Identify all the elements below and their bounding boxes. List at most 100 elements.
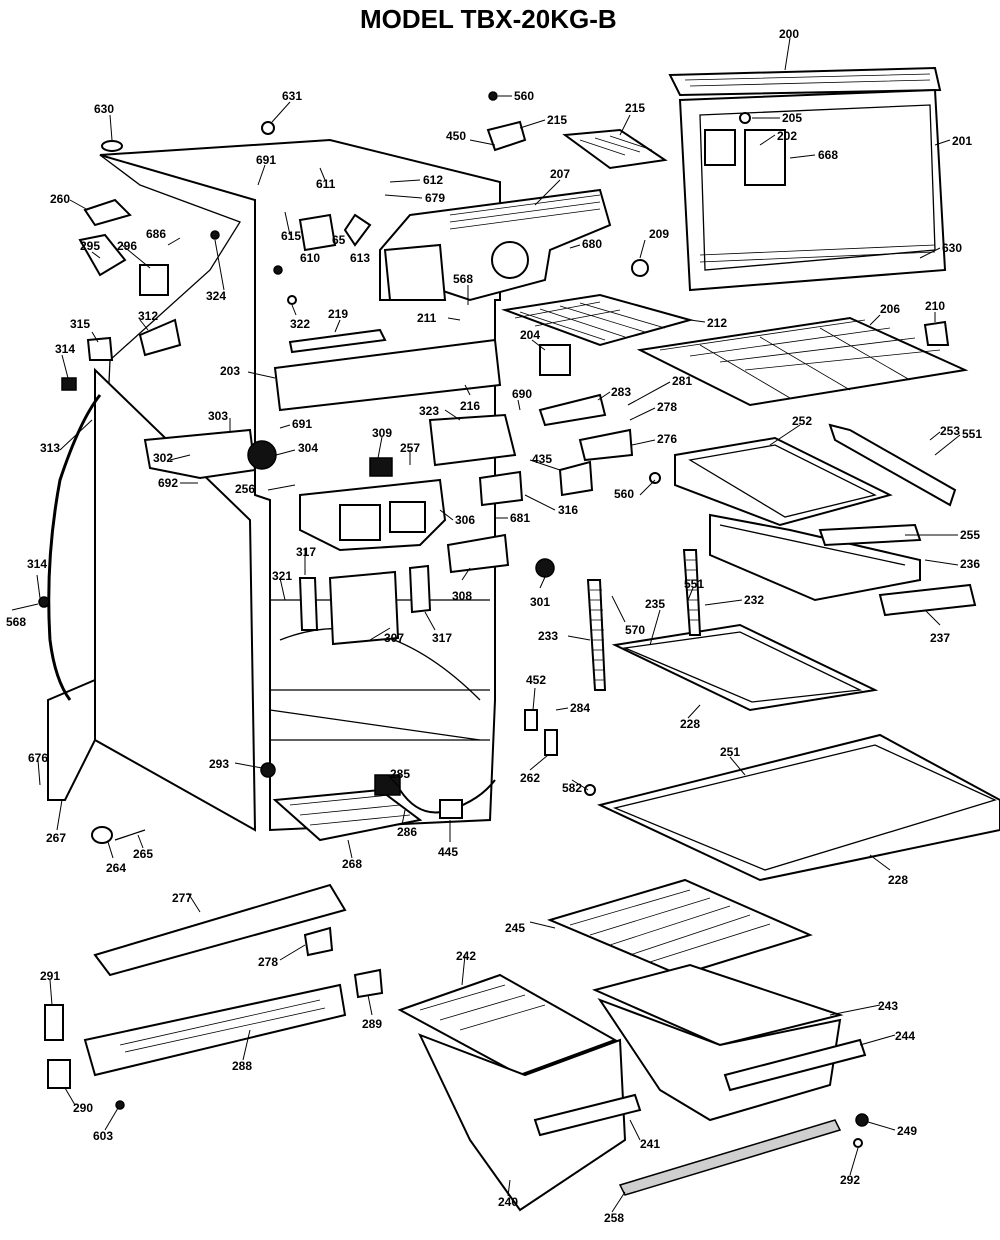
label-691-top: 691 [256, 153, 276, 167]
label-317-left: 317 [296, 545, 316, 559]
label-304: 304 [298, 441, 318, 455]
label-268: 268 [342, 857, 362, 871]
label-219: 219 [328, 307, 348, 321]
label-568-left: 568 [6, 615, 26, 629]
label-690: 690 [512, 387, 532, 401]
crisper-cover-245 [547, 878, 813, 977]
label-200: 200 [779, 27, 799, 41]
label-324: 324 [206, 289, 226, 303]
label-301: 301 [530, 595, 550, 609]
control-housing-306 [299, 478, 447, 552]
label-692: 692 [158, 476, 178, 490]
shelf-228a [611, 623, 879, 712]
label-289: 289 [362, 1017, 382, 1031]
label-679: 679 [425, 191, 445, 205]
label-560-top: 560 [514, 89, 534, 103]
label-307: 307 [384, 631, 404, 645]
label-278-bottom: 278 [258, 955, 278, 969]
crisper-pan-243 [591, 963, 867, 1122]
label-242: 242 [456, 949, 476, 963]
label-292: 292 [840, 1173, 860, 1187]
shelf-228b [597, 733, 1000, 882]
label-551-mid: 551 [684, 577, 704, 591]
wire-shelf-206 [636, 316, 969, 407]
label-252: 252 [792, 414, 812, 428]
label-205: 205 [782, 111, 802, 125]
label-302: 302 [153, 451, 173, 465]
label-240: 240 [498, 1195, 518, 1209]
label-206: 206 [880, 302, 900, 316]
label-255: 255 [960, 528, 980, 542]
label-251: 251 [720, 745, 740, 759]
label-207: 207 [550, 167, 570, 181]
label-551-top: 551 [962, 427, 982, 441]
label-668: 668 [818, 148, 838, 162]
label-322: 322 [290, 317, 310, 331]
tube-313 [47, 394, 102, 701]
bracket-303 [143, 428, 257, 480]
label-612: 612 [423, 173, 443, 187]
side-panel-267 [47, 678, 96, 801]
label-258: 258 [604, 1211, 624, 1225]
label-277: 277 [172, 891, 192, 905]
label-306: 306 [455, 513, 475, 527]
label-243: 243 [878, 999, 898, 1013]
label-249: 249 [897, 1124, 917, 1138]
diagram-title: MODEL TBX-20KG-B [360, 4, 617, 34]
label-210: 210 [925, 299, 945, 313]
label-209: 209 [649, 227, 669, 241]
label-286: 286 [397, 825, 417, 839]
label-281: 281 [672, 374, 692, 388]
label-317-right: 317 [432, 631, 452, 645]
label-212: 212 [707, 316, 727, 330]
label-257: 257 [400, 441, 420, 455]
label-452: 452 [526, 673, 546, 687]
cabinet [94, 138, 501, 832]
plug-445 [439, 799, 463, 819]
bar-258 [618, 1119, 842, 1196]
label-203: 203 [220, 364, 240, 378]
label-241: 241 [640, 1137, 660, 1151]
label-264: 264 [106, 861, 126, 875]
label-308: 308 [452, 589, 472, 603]
label-235: 235 [645, 597, 665, 611]
label-321: 321 [272, 569, 292, 583]
evaporator-207 [379, 188, 612, 302]
label-232: 232 [744, 593, 764, 607]
label-228-mid: 228 [680, 717, 700, 731]
rail-255 [818, 523, 922, 547]
label-265: 265 [133, 847, 153, 861]
label-603: 603 [93, 1129, 113, 1143]
label-570: 570 [625, 623, 645, 637]
label-315: 315 [70, 317, 90, 331]
label-65: 65 [332, 233, 346, 247]
label-314-bottom: 314 [27, 557, 47, 571]
label-568-top: 568 [453, 272, 473, 286]
label-630-right: 630 [942, 241, 962, 255]
label-278: 278 [657, 400, 677, 414]
label-314-top: 314 [55, 342, 75, 356]
label-450: 450 [446, 129, 466, 143]
label-610: 610 [300, 251, 320, 265]
rail-219 [288, 328, 387, 354]
label-290: 290 [73, 1101, 93, 1115]
grille-288 [83, 983, 347, 1077]
label-245: 245 [505, 921, 525, 935]
label-285: 285 [390, 767, 410, 781]
label-316: 316 [558, 503, 578, 517]
label-313: 313 [40, 441, 60, 455]
label-582: 582 [562, 781, 582, 795]
label-284: 284 [570, 701, 590, 715]
label-445: 445 [438, 845, 458, 859]
ice-tray-215 [562, 128, 668, 170]
label-244: 244 [895, 1029, 915, 1043]
rail-237 [878, 583, 977, 617]
label-253: 253 [940, 424, 960, 438]
label-288: 288 [232, 1059, 252, 1073]
small-parts [38, 91, 950, 1148]
label-676: 676 [28, 751, 48, 765]
label-202: 202 [777, 129, 797, 143]
label-211: 211 [417, 311, 437, 325]
label-293: 293 [209, 757, 229, 771]
